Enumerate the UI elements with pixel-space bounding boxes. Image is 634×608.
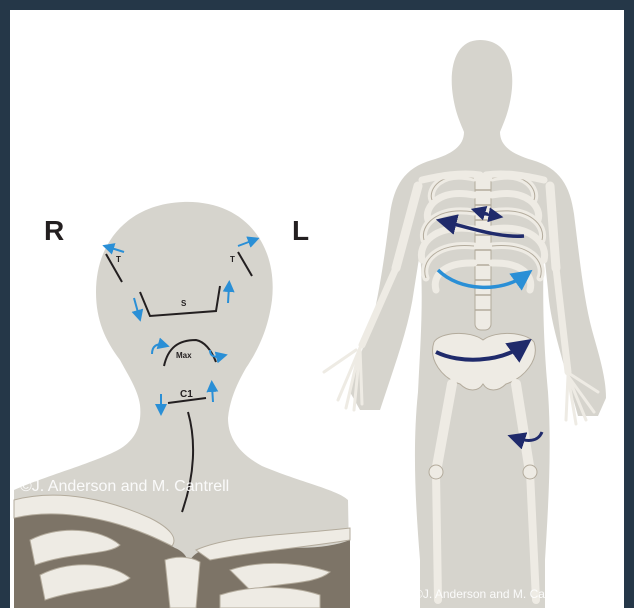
skeleton-body-view: ©J. Anderson and M. Cantrell <box>324 40 606 608</box>
left-side-label: L <box>292 215 309 246</box>
temporal-label-left: T <box>230 255 235 264</box>
c1-arrow-left <box>212 386 213 402</box>
spine <box>475 175 491 330</box>
right-side-label: R <box>44 215 64 246</box>
c1-label: C1 <box>180 389 193 400</box>
head-panel-credit: ©J. Anderson and M. Cantrell <box>20 478 229 495</box>
knee-right <box>429 465 443 479</box>
head-posterior-view: R L T T S Max C1 <box>14 202 350 608</box>
maxilla-label: Max <box>176 351 192 360</box>
temporal-label-right: T <box>116 255 121 264</box>
sphenoid-label: S <box>181 299 187 308</box>
knee-left <box>523 465 537 479</box>
body-panel-credit: ©J. Anderson and M. Cantrell <box>414 587 571 601</box>
sphenoid-arrow-left <box>228 286 229 303</box>
